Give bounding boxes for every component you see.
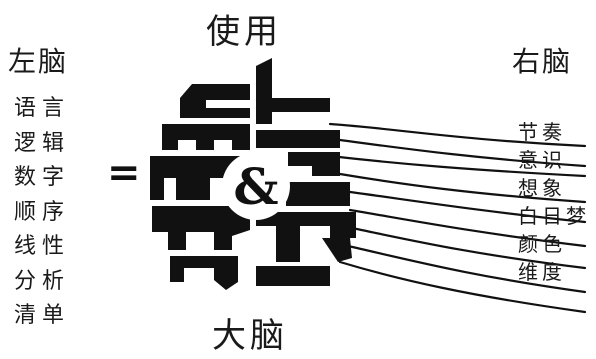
right-brain-list: 节奏 意识 想象 白日梦 颜色 维度 (518, 118, 596, 286)
right-item-daydream: 白日梦 (518, 204, 590, 228)
left-item-analysis: 分析 (14, 268, 71, 294)
left-brain-list: 语言 逻辑 数字 顺序 线性 分析 清单 (14, 92, 84, 334)
right-item-dimension: 维度 (518, 260, 566, 284)
left-item-language: 语言 (14, 96, 71, 121)
left-item-list: 清单 (14, 303, 71, 328)
title-use: 使用 (206, 12, 282, 52)
left-item-numbers: 数字 (14, 165, 71, 190)
ampersand-text: & (233, 157, 278, 216)
left-brain-glyph (150, 84, 250, 290)
ampersand-mark: & (222, 152, 290, 220)
right-item-awareness: 意识 (518, 148, 566, 172)
left-brain-heading: 左脑 (8, 45, 69, 78)
ribbon-lines (328, 122, 587, 314)
right-item-imagination: 想象 (518, 176, 566, 200)
title-brain: 大脑 (212, 316, 288, 356)
equals-sign: = (107, 150, 141, 196)
right-item-color: 颜色 (518, 232, 566, 256)
left-item-sequence: 顺序 (14, 199, 71, 225)
left-item-linear: 线性 (14, 234, 71, 259)
right-item-rhythm: 节奏 (518, 120, 566, 144)
right-brain-heading: 右脑 (512, 45, 573, 78)
left-item-logic: 逻辑 (14, 130, 71, 156)
